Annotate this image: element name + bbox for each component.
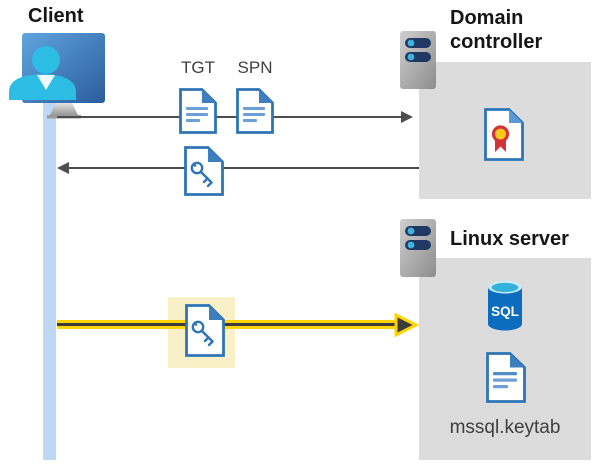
highlighted-key-document-icon xyxy=(185,304,225,357)
response-arrowhead-icon xyxy=(57,162,69,174)
keytab-document-icon xyxy=(486,352,526,403)
client-label: Client xyxy=(28,5,84,27)
certificate-icon xyxy=(484,108,524,161)
response-arrow-line xyxy=(68,167,419,169)
spn-document-icon xyxy=(236,88,274,134)
client-icon xyxy=(9,33,105,119)
domain-controller-server-icon xyxy=(400,31,436,89)
client-lifeline xyxy=(43,88,56,460)
tgt-document-icon xyxy=(179,88,217,134)
auth-arrowhead-icon xyxy=(394,312,419,338)
request-arrow-line xyxy=(57,116,403,118)
request-arrowhead-icon xyxy=(401,111,413,123)
linux-server-label: Linux server xyxy=(450,228,569,250)
sql-badge-text: SQL xyxy=(491,304,519,319)
linux-server-icon xyxy=(400,219,436,277)
user-icon xyxy=(9,46,76,100)
sql-database-icon: SQL xyxy=(488,280,522,331)
keytab-label: mssql.keytab xyxy=(449,417,561,438)
key-document-icon xyxy=(184,146,224,196)
spn-label: SPN xyxy=(237,58,273,77)
auth-arrow-core xyxy=(57,323,400,326)
tgt-label: TGT xyxy=(181,58,215,77)
domain-controller-label: Domain controller xyxy=(450,7,543,53)
auth-arrow-line xyxy=(57,320,400,329)
